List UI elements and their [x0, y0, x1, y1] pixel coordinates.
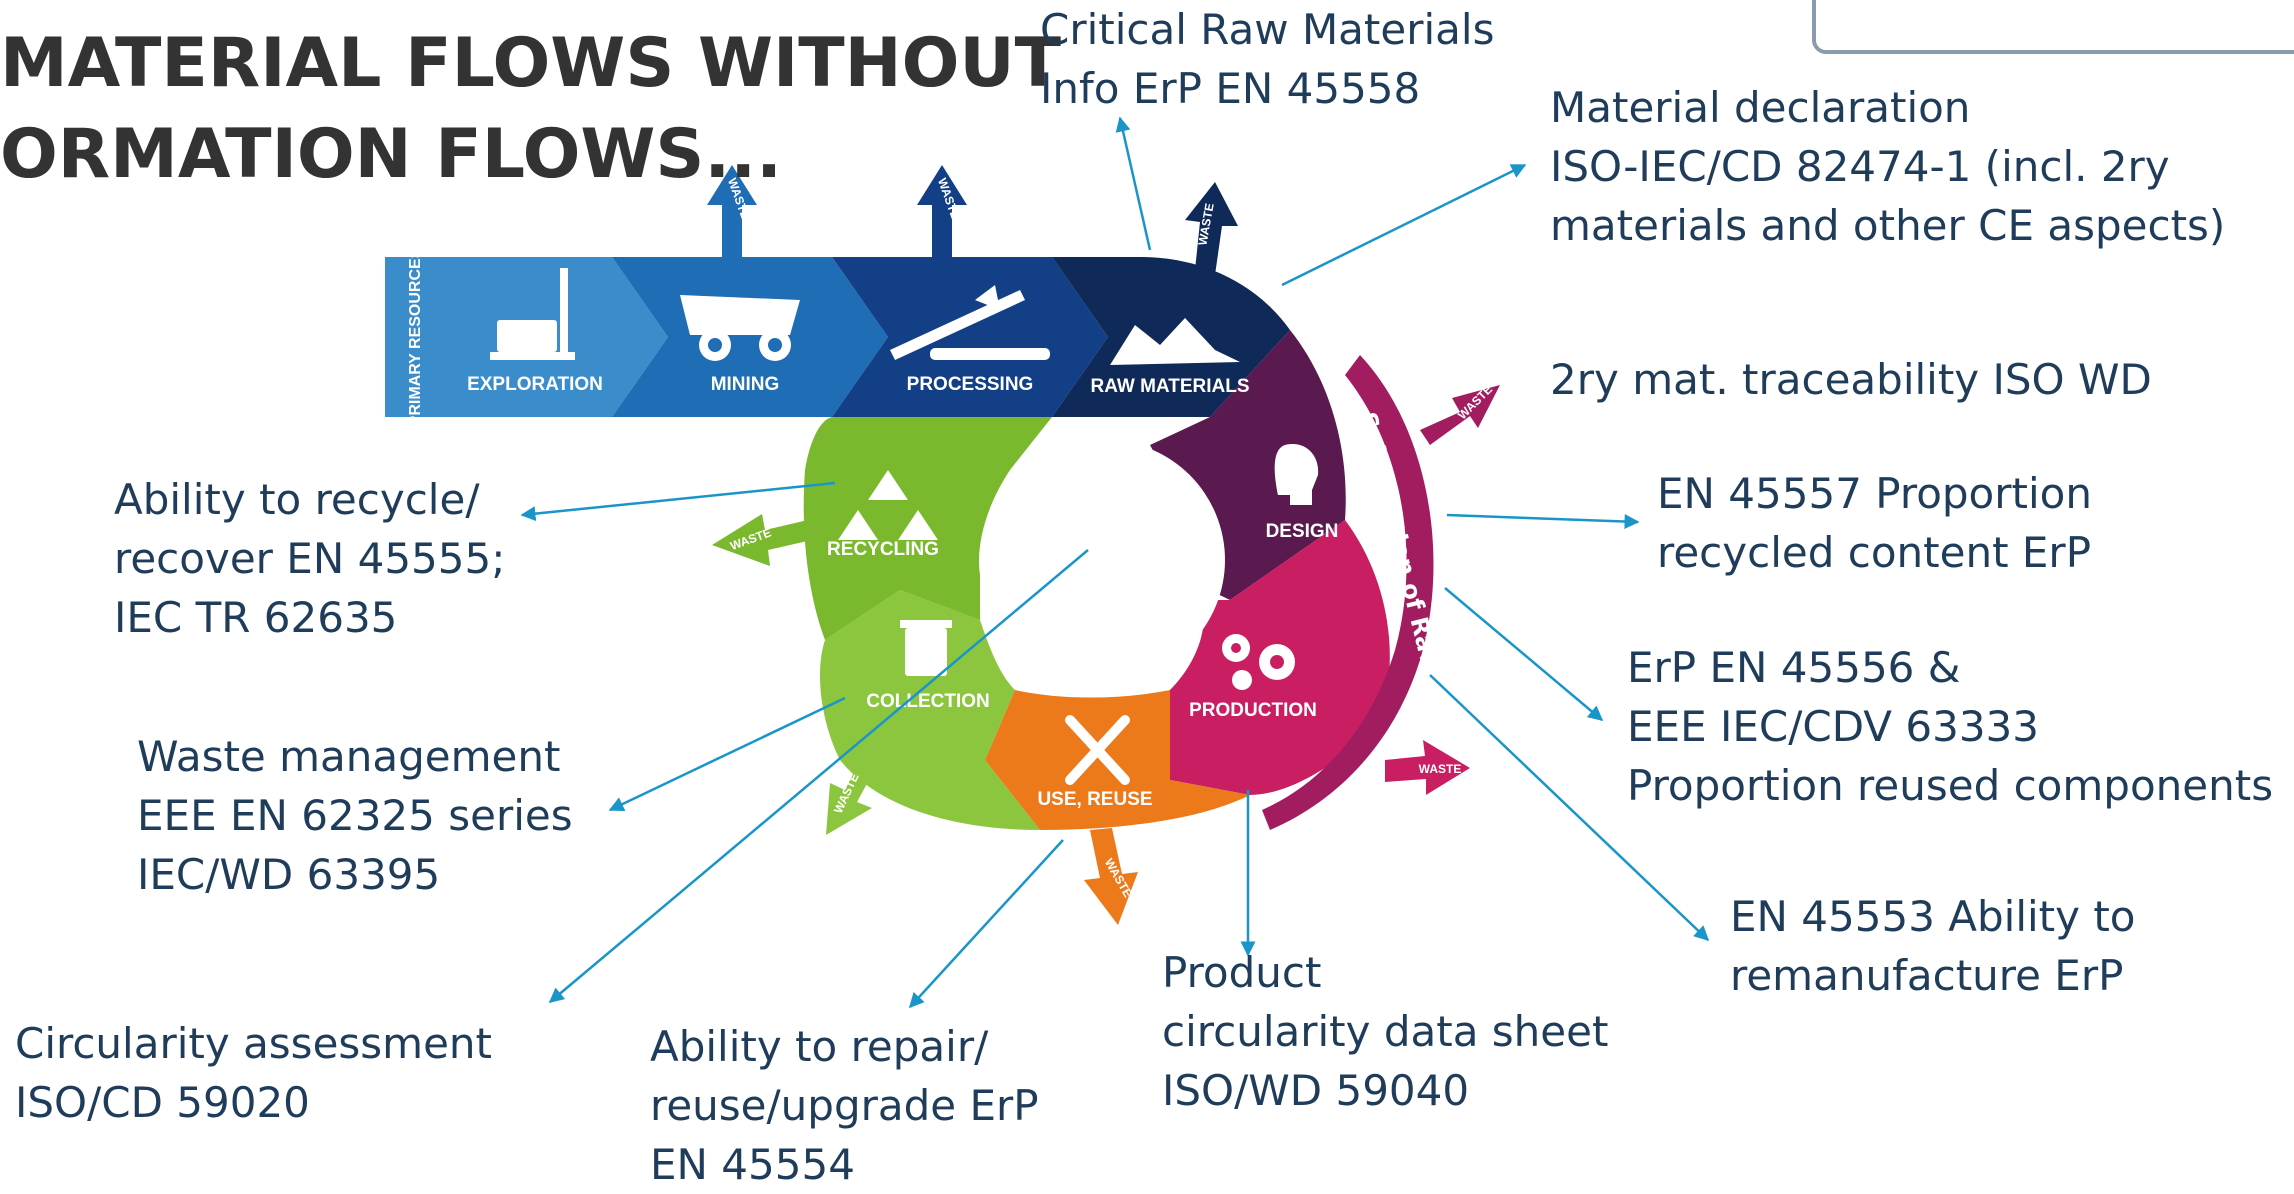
arrow-waste-mgmt — [608, 696, 846, 812]
dump-truck-icon — [680, 295, 800, 361]
recycling-label: RECYCLING — [827, 539, 939, 560]
exploration-label: EXPLORATION — [467, 374, 603, 395]
use-reuse-segment — [985, 690, 1250, 830]
waste-label: WASTE — [1419, 762, 1462, 776]
primary-resources-label-group: PRIMARY RESOURCES — [407, 247, 424, 426]
production-label: PRODUCTION — [1189, 700, 1317, 721]
arrow-circularity — [548, 549, 1089, 1003]
processing-label: PROCESSING — [907, 374, 1034, 395]
arrow-material-decl — [1281, 163, 1527, 287]
raw-materials-label: RAW MATERIALS — [1090, 376, 1249, 397]
raw-material-rocks-icon — [1110, 318, 1240, 365]
waste-arrow-recycling: WASTE — [712, 514, 812, 566]
waste-arrow-processing: WASTE — [917, 165, 967, 257]
waste-arrow-substitution-bottom: WASTE — [1385, 740, 1470, 795]
arrow-recycled-content — [1446, 513, 1640, 530]
title-line-2: ORMATION FLOWS... — [0, 115, 782, 194]
conveyor-icon — [890, 285, 1050, 360]
gears-icon — [1222, 634, 1295, 690]
waste-arrow-mining: WASTE — [707, 165, 757, 257]
arrow-reused-components — [1444, 587, 1604, 721]
logo-frame — [1812, 0, 2294, 54]
waste-arrow-substitution-top: WASTE — [1420, 382, 1500, 445]
recycle-icon — [838, 470, 938, 540]
arrow-critical-raw — [1115, 116, 1152, 251]
collection-label: COLLECTION — [866, 691, 990, 712]
title-line-1: MATERIAL FLOWS WITHOUT — [0, 24, 1061, 103]
use-reuse-label: USE, REUSE — [1037, 789, 1152, 810]
brain-head-icon — [1274, 444, 1319, 505]
mining-label: MINING — [711, 374, 780, 395]
processing-segment — [832, 257, 1108, 417]
arrow-repair — [908, 839, 1064, 1009]
label-traceability: 2ry mat. traceability ISO WD — [1550, 355, 2152, 404]
ring-center — [985, 440, 1225, 680]
design-label: DESIGN — [1266, 521, 1339, 542]
arrow-recycle — [520, 481, 836, 522]
substitution-arc — [1262, 355, 1434, 830]
tools-icon — [1065, 715, 1130, 785]
label-recycle: Ability to recycle/recover EN 45555;IEC … — [114, 475, 506, 642]
bin-icon — [900, 620, 952, 676]
waste-arrow-use-reuse: WASTE — [1084, 828, 1138, 925]
collection-segment — [820, 590, 1040, 830]
drill-rig-icon — [490, 268, 575, 360]
primary-resources-label: PRIMARY RESOURCES — [407, 247, 424, 426]
arrow-remanufacture — [1429, 674, 1710, 942]
waste-arrow-raw-materials: WASTE — [1185, 182, 1238, 275]
